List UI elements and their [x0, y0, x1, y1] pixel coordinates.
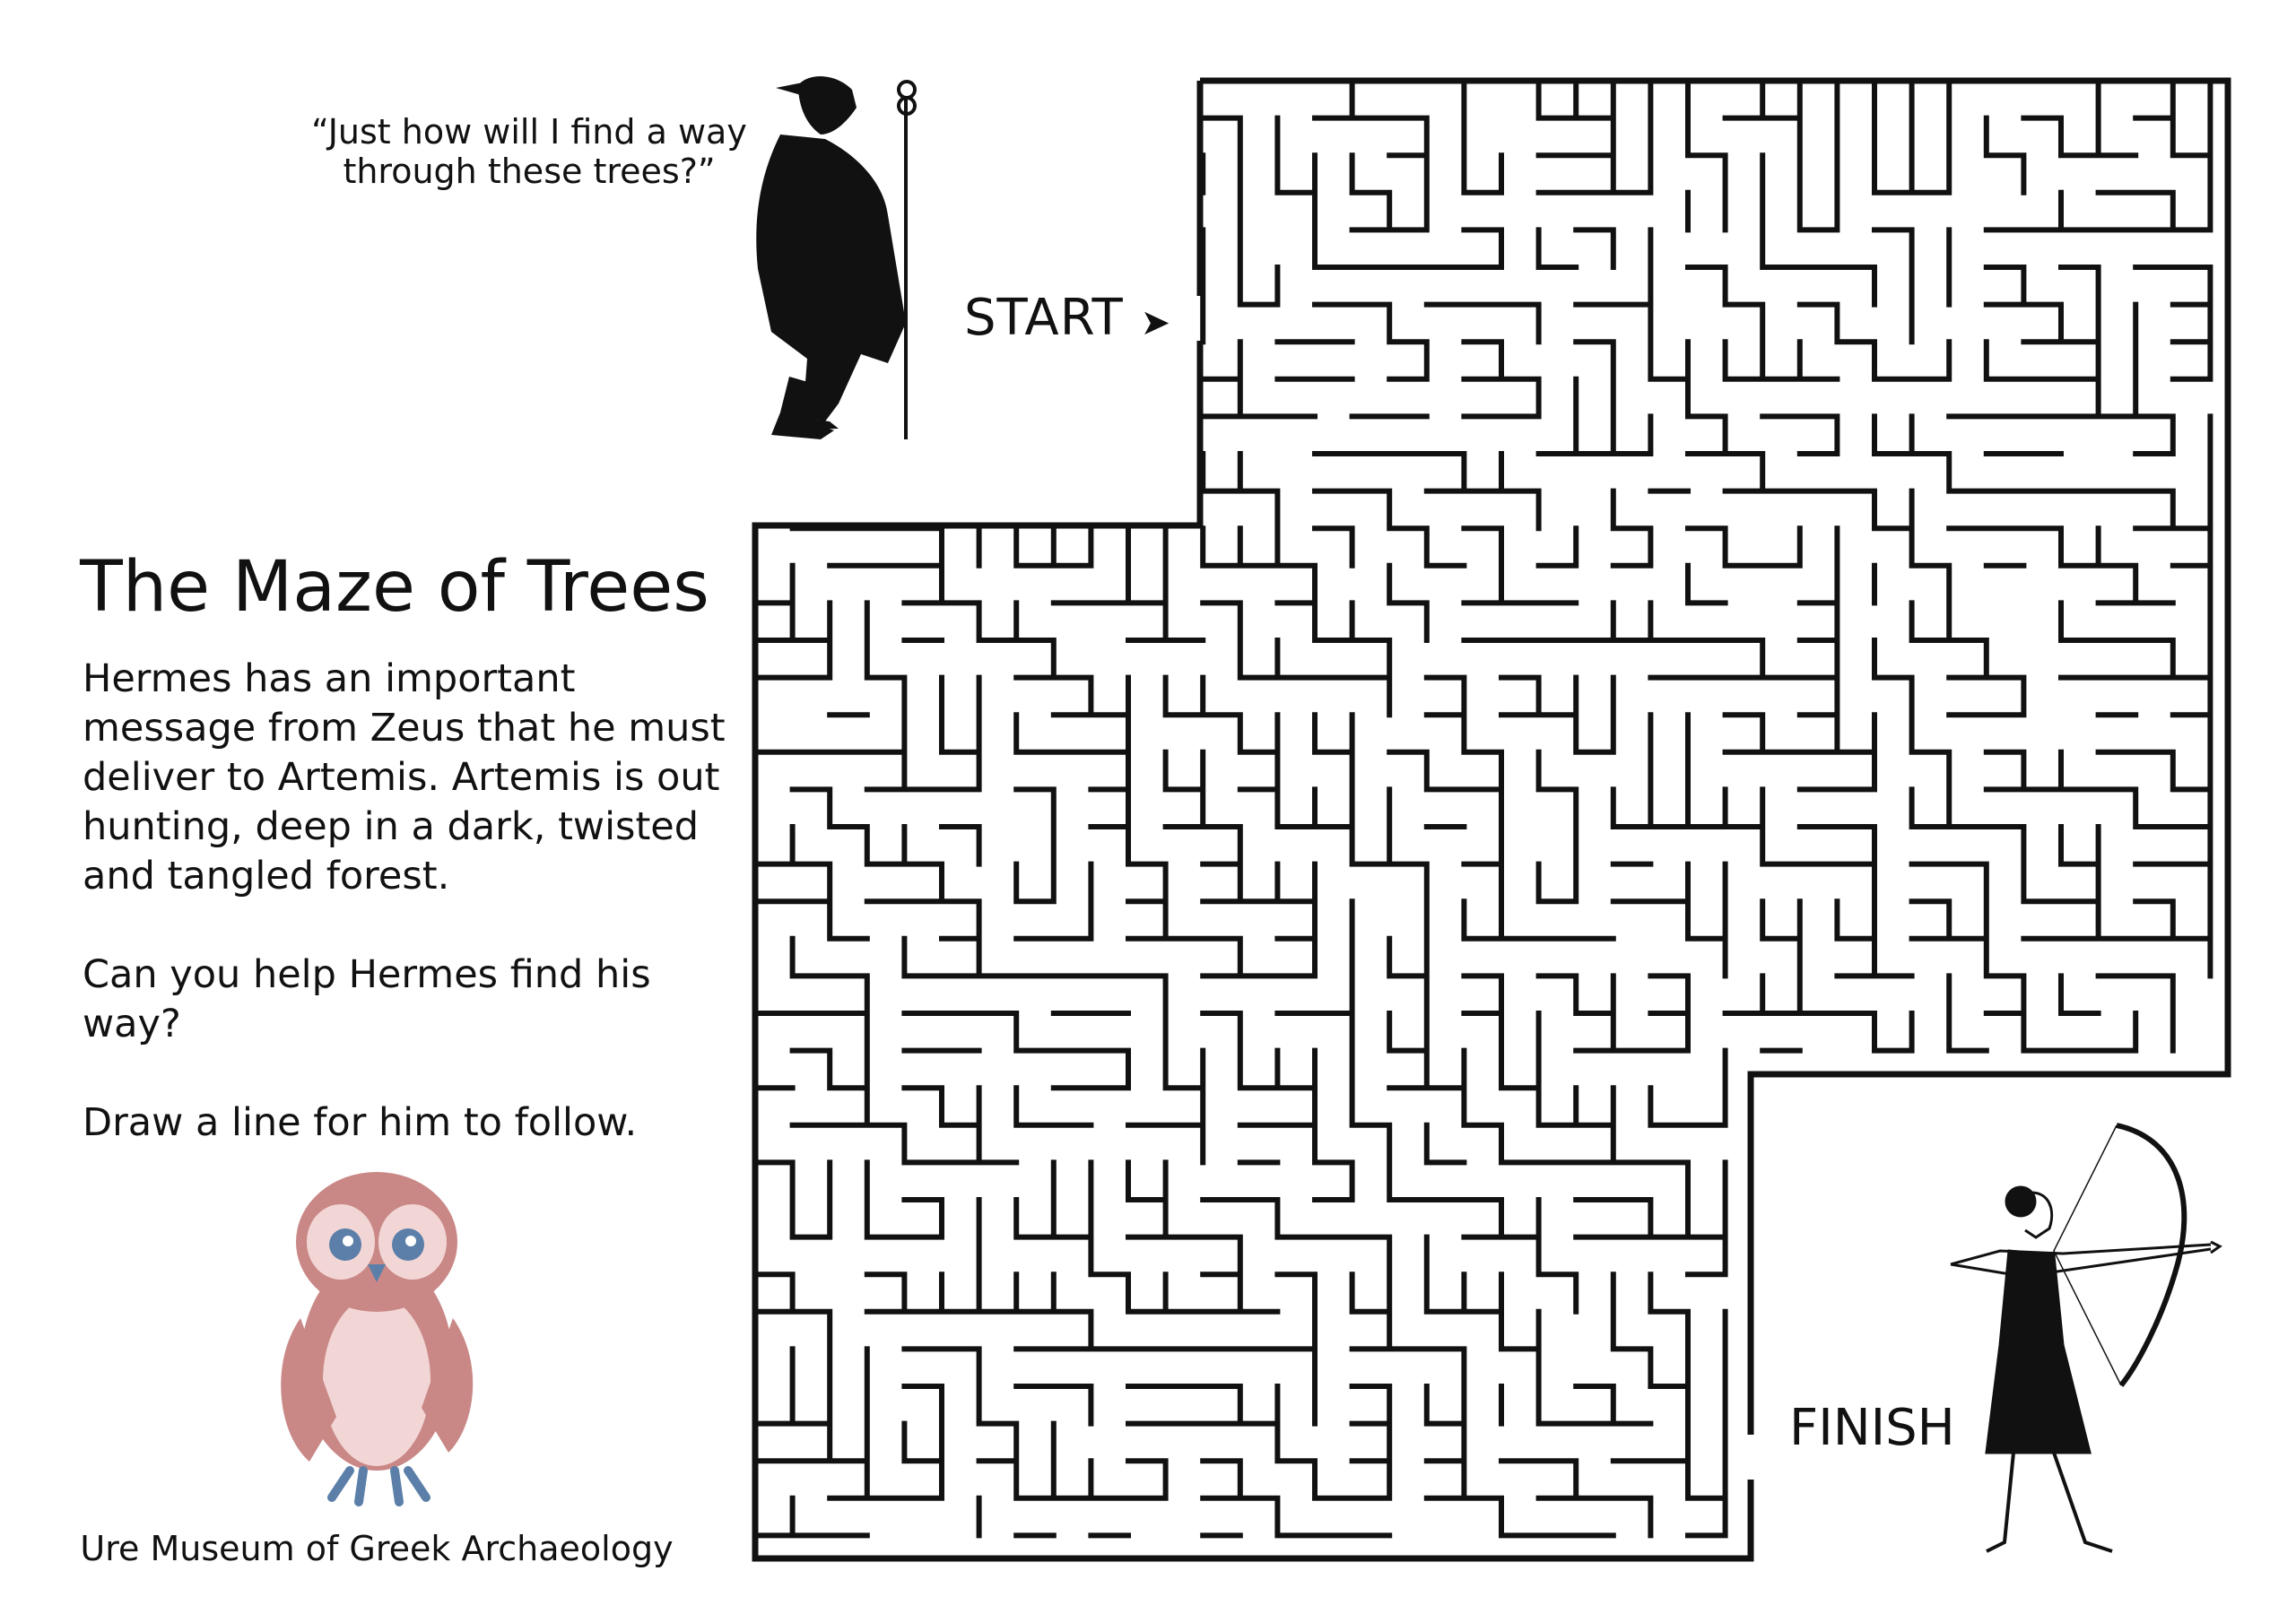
start-text: START: [964, 289, 1124, 347]
instructions-paragraph-task: Draw a line for him to follow.: [83, 1100, 638, 1145]
instructions-paragraph-story: Hermes has an important message from Zeu…: [83, 656, 726, 898]
instructions-paragraph-question: Can you help Hermes find his way?: [83, 952, 651, 1046]
hermes-quote: “Just how will I find a way through thes…: [311, 112, 747, 191]
museum-credit: Ure Museum of Greek Archaeology: [80, 1529, 674, 1568]
start-arrow-icon: ➤: [1140, 302, 1172, 343]
finish-label: FINISH: [1789, 1399, 1955, 1457]
owl-mascot: [281, 1172, 474, 1506]
start-label: START ➤: [964, 289, 1171, 347]
artemis-figure: [1950, 1123, 2222, 1553]
instructions: Hermes has an important message from Zeu…: [83, 655, 728, 1197]
maze-outline: [752, 77, 2231, 1562]
hermes-figure: [756, 76, 917, 439]
page-title: The Maze of Trees: [80, 547, 709, 628]
